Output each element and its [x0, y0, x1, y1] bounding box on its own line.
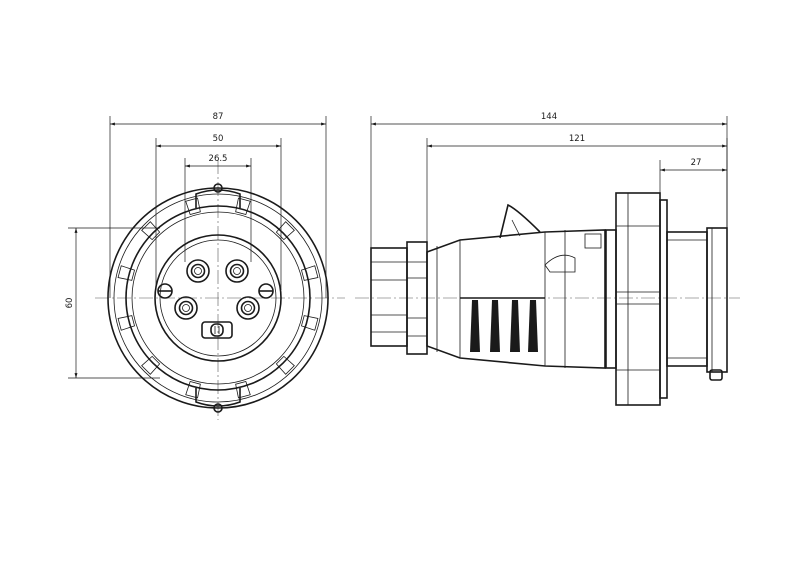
dim-label-121: 121 — [569, 134, 585, 144]
dim-label-27: 27 — [691, 158, 702, 168]
grip-rib — [141, 221, 161, 241]
bottom-key — [195, 388, 241, 413]
contact-pin-3 — [174, 296, 198, 320]
dim-label-50: 50 — [213, 134, 224, 144]
dimension-body-length: 121 — [426, 134, 728, 242]
contact-pin-1 — [186, 259, 210, 283]
body-rib — [528, 300, 538, 352]
grip-rib — [117, 265, 136, 281]
dim-label-87: 87 — [213, 112, 224, 122]
dimension-overall-length: 144 — [370, 112, 728, 248]
body-rib — [470, 300, 480, 352]
dim-label-26-5: 26.5 — [209, 154, 228, 164]
grip-rib — [300, 315, 319, 331]
plug-body — [426, 229, 606, 369]
dim-label-144: 144 — [541, 112, 557, 122]
dimension-height: 60 — [65, 227, 160, 379]
cable-gland-nut — [370, 241, 428, 355]
grip-rib — [185, 197, 201, 216]
dimension-pin-pitch: 26.5 — [184, 154, 252, 262]
body-rib — [510, 300, 520, 352]
grip-rib — [275, 355, 295, 375]
grip-rib — [235, 197, 251, 216]
contact-pin-2 — [225, 259, 249, 283]
grip-fin — [499, 203, 541, 239]
grip-rib — [235, 380, 251, 399]
screw-right — [258, 283, 274, 299]
pilot-contact — [201, 321, 233, 339]
front-view: 87 50 26.5 60 — [65, 112, 345, 420]
coupling-ring — [605, 192, 708, 406]
grip-rib — [141, 355, 161, 375]
grip-rib — [275, 221, 295, 241]
contact-pin-4 — [236, 296, 260, 320]
screw-left — [157, 283, 173, 299]
body-ribs — [470, 300, 538, 352]
grip-rib — [117, 315, 136, 331]
grip-ribs — [117, 197, 319, 399]
dimension-flange-depth: 27 — [659, 158, 728, 228]
dim-label-60: 60 — [65, 298, 75, 309]
top-key — [195, 183, 241, 208]
outer-housing — [107, 187, 329, 409]
dimension-overall-width: 87 — [109, 112, 327, 298]
grip-rib — [185, 380, 201, 399]
contact-nose — [706, 227, 728, 381]
grip-rib — [300, 265, 319, 281]
dimension-pin-span: 50 — [155, 134, 282, 290]
side-view: 144 121 27 — [355, 112, 740, 406]
body-rib — [490, 300, 500, 352]
